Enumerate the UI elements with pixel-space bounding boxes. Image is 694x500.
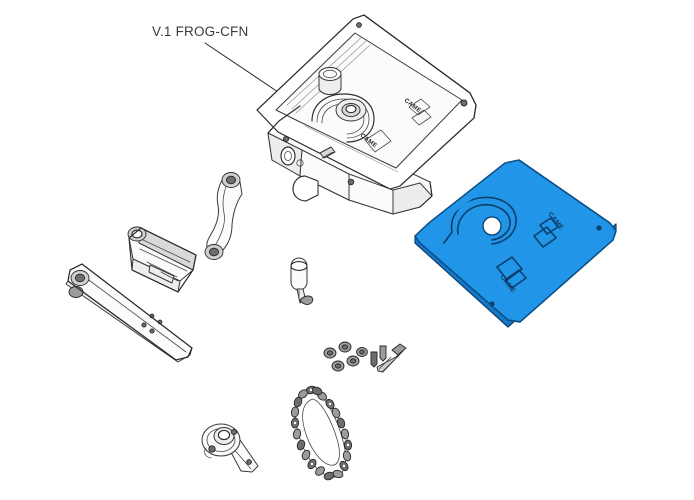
fastener-nut xyxy=(356,347,368,357)
callout-leader-line xyxy=(204,42,291,101)
fastener-nut xyxy=(338,341,352,353)
part-slide-carriage xyxy=(127,226,197,293)
fastener-pin xyxy=(370,351,378,368)
part-gearbox-housing: CAME CAME xyxy=(256,14,477,215)
part-roller-chain xyxy=(290,385,353,481)
part-straight-arm xyxy=(65,263,193,363)
part-cover-plate-highlighted[interactable]: CAME CAME xyxy=(414,159,617,328)
callout-label-frog-cfn: V.1 FROG-CFN xyxy=(152,24,249,39)
fastener-nut xyxy=(346,355,360,367)
fastener-pin xyxy=(379,345,387,362)
part-release-pin xyxy=(290,257,314,305)
fastener-nut xyxy=(331,360,345,372)
part-hub-lever xyxy=(201,423,259,473)
fastener-bolt xyxy=(376,343,407,373)
fastener-nut xyxy=(323,347,337,359)
part-bent-link-arm xyxy=(204,172,243,260)
part-fastener-kit xyxy=(323,341,407,373)
